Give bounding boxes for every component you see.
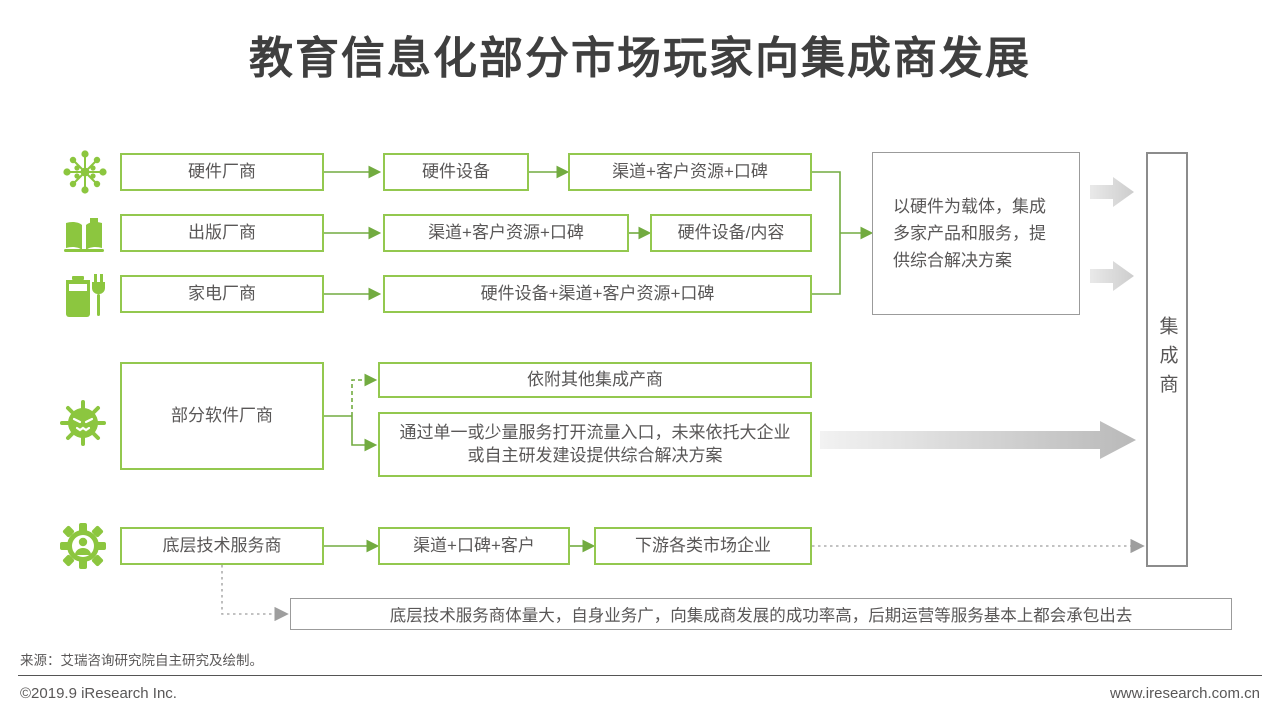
hardware-summary-text: 以硬件为载体，集成多家产品和服务，提供综合解决方案 bbox=[893, 196, 1046, 271]
green-connectors bbox=[324, 165, 874, 553]
software-maker-box: 部分软件厂商 bbox=[120, 362, 324, 470]
publisher-step2-box: 硬件设备/内容 bbox=[650, 214, 812, 252]
publisher-box: 出版厂商 bbox=[120, 214, 324, 252]
source-note: 来源：艾瑞咨询研究院自主研究及绘制。 bbox=[20, 653, 263, 668]
open-book-icon bbox=[64, 218, 104, 252]
software-branch2-box: 通过单一或少量服务打开流量入口，未来依托大企业或自主研发建设提供综合解决方案 bbox=[378, 412, 812, 477]
tech-provider-box: 底层技术服务商 bbox=[120, 527, 324, 565]
block-arrow-top bbox=[1090, 177, 1134, 207]
hardware-maker-box: 硬件厂商 bbox=[120, 153, 324, 191]
footer-divider bbox=[18, 675, 1262, 676]
battery-plug-icon bbox=[66, 274, 105, 317]
dotted-connectors bbox=[221, 538, 1145, 622]
hardware-step1-box: 硬件设备 bbox=[383, 153, 529, 191]
hardware-step2-box: 渠道+客户资源+口碑 bbox=[568, 153, 812, 191]
block-arrow-big bbox=[820, 421, 1136, 459]
publisher-step1-box: 渠道+客户资源+口碑 bbox=[383, 214, 629, 252]
page-title: 教育信息化部分市场玩家向集成商发展 bbox=[249, 34, 1031, 83]
appliance-step1-box: 硬件设备+渠道+客户资源+口碑 bbox=[383, 275, 812, 313]
integrator-bar: 集成商 bbox=[1146, 152, 1188, 567]
software-branch1-box: 依附其他集成产商 bbox=[378, 362, 812, 398]
circuit-burst-icon bbox=[63, 150, 107, 194]
appliance-maker-box: 家电厂商 bbox=[120, 275, 324, 313]
copyright-text: ©2019.9 iResearch Inc. bbox=[20, 685, 177, 702]
bug-icon bbox=[60, 400, 106, 446]
block-arrow-middle bbox=[1090, 261, 1134, 291]
hardware-summary-box: 以硬件为载体，集成多家产品和服务，提供综合解决方案 bbox=[872, 152, 1080, 315]
website-link[interactable]: www.iresearch.com.cn bbox=[1109, 685, 1260, 702]
tech-note-box: 底层技术服务商体量大，自身业务广，向集成商发展的成功率高，后期运营等服务基本上都… bbox=[290, 598, 1232, 630]
gear-person-icon bbox=[60, 523, 106, 569]
tech-step2-box: 下游各类市场企业 bbox=[594, 527, 812, 565]
tech-step1-box: 渠道+口碑+客户 bbox=[378, 527, 570, 565]
